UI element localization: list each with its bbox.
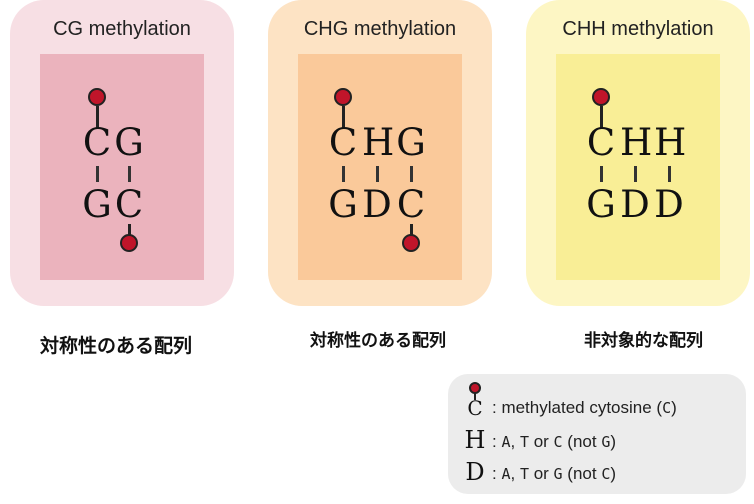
legend-h-c: C bbox=[553, 433, 563, 451]
chh-bottom-base-2: D bbox=[620, 183, 650, 226]
cg-bottom-methyl-stem bbox=[128, 224, 131, 242]
legend-d-or: or bbox=[528, 464, 554, 483]
legend-d-symbol: D bbox=[465, 458, 485, 486]
legend-h-comma: , bbox=[510, 432, 520, 451]
chh-bond-1 bbox=[600, 166, 603, 182]
legend-d-close: ) bbox=[610, 464, 617, 483]
legend-h-g: G bbox=[601, 433, 611, 451]
chg-bottom-base-2: D bbox=[362, 183, 392, 226]
legend-methyl-dot bbox=[469, 382, 481, 394]
legend-methyl-desc: : methylated cytosine ( bbox=[492, 398, 663, 417]
chh-panel-title: CHH methylation bbox=[562, 18, 714, 40]
legend-d-not: (not bbox=[562, 464, 602, 483]
chh-bottom-base-3: D bbox=[654, 183, 684, 226]
chg-bond-3 bbox=[410, 166, 413, 182]
legend-d-c: C bbox=[601, 465, 611, 483]
legend-methyl-symbol: C bbox=[467, 396, 483, 420]
cg-top-base-1: C bbox=[82, 121, 112, 164]
chg-bottom-methyl-stem bbox=[410, 224, 413, 242]
legend-h-t: T bbox=[519, 433, 529, 451]
chh-top-methyl-stem bbox=[600, 106, 603, 128]
legend-h-or: or bbox=[528, 432, 554, 451]
legend-d-a: A bbox=[501, 465, 511, 483]
legend-h-text: : A, T or C (not G) bbox=[492, 432, 616, 452]
chh-top-base-1: C bbox=[586, 121, 616, 164]
chg-panel-title: CHG methylation bbox=[303, 18, 457, 40]
legend-methyl-stem bbox=[474, 392, 476, 400]
legend-d-text: : A, T or G (not C) bbox=[492, 464, 616, 484]
cg-sequence-box: C G G C bbox=[40, 54, 204, 280]
chg-top-methyl-stem bbox=[342, 106, 345, 128]
chh-top-base-3: H bbox=[654, 121, 687, 164]
chh-bond-2 bbox=[634, 166, 637, 182]
legend-d-g: G bbox=[553, 465, 563, 483]
legend-h-close: ) bbox=[610, 432, 617, 451]
legend-h-sep: : bbox=[492, 432, 502, 451]
legend-methyl-close: ) bbox=[671, 398, 677, 417]
chg-bottom-base-1: G bbox=[328, 183, 358, 226]
legend-h-symbol: H bbox=[464, 426, 486, 454]
chh-panel: CHH methylation C H H G D D bbox=[526, 0, 750, 306]
cg-bottom-methyl-dot bbox=[120, 234, 138, 252]
legend-methyl-code: C bbox=[662, 399, 672, 417]
chg-bond-1 bbox=[342, 166, 345, 182]
chg-bottom-base-3: C bbox=[396, 183, 426, 226]
chg-top-base-2: H bbox=[362, 121, 395, 164]
cg-bond-2 bbox=[128, 166, 131, 182]
chg-bottom-methyl-dot bbox=[402, 234, 420, 252]
cg-panel: CG methylation C G G C bbox=[10, 0, 234, 306]
chg-bond-2 bbox=[376, 166, 379, 182]
chg-sequence-box: C H G G D C bbox=[298, 54, 462, 280]
legend-h-a: A bbox=[501, 433, 511, 451]
chg-top-base-3: G bbox=[396, 121, 426, 164]
cg-top-base-2: G bbox=[114, 121, 144, 164]
chh-top-base-2: H bbox=[620, 121, 653, 164]
chh-top-methyl-dot bbox=[592, 88, 610, 106]
cg-top-methyl-stem bbox=[96, 106, 99, 128]
chh-bottom-base-1: G bbox=[586, 183, 616, 226]
chh-bond-3 bbox=[668, 166, 671, 182]
cg-caption: 対称性のある配列 bbox=[40, 335, 193, 357]
cg-bottom-base-1: G bbox=[82, 183, 112, 226]
cg-panel-title: CG methylation bbox=[53, 18, 191, 40]
chg-panel: CHG methylation C H G G D C bbox=[268, 0, 492, 306]
cg-bond-1 bbox=[96, 166, 99, 182]
legend-d-sep: : bbox=[492, 464, 502, 483]
legend-h-not: (not bbox=[562, 432, 602, 451]
legend-box: C : methylated cytosine (C) H : A, T or … bbox=[448, 374, 746, 494]
chg-top-methyl-dot bbox=[334, 88, 352, 106]
legend-d-t: T bbox=[519, 465, 529, 483]
chh-caption: 非対象的な配列 bbox=[584, 331, 703, 351]
chg-caption: 対称性のある配列 bbox=[310, 331, 446, 351]
legend-methyl-text: : methylated cytosine (C) bbox=[492, 398, 677, 418]
legend-d-comma: , bbox=[510, 464, 520, 483]
chh-sequence-box: C H H G D D bbox=[556, 54, 720, 280]
cg-top-methyl-dot bbox=[88, 88, 106, 106]
cg-bottom-base-2: C bbox=[114, 183, 144, 226]
chg-top-base-1: C bbox=[328, 121, 358, 164]
